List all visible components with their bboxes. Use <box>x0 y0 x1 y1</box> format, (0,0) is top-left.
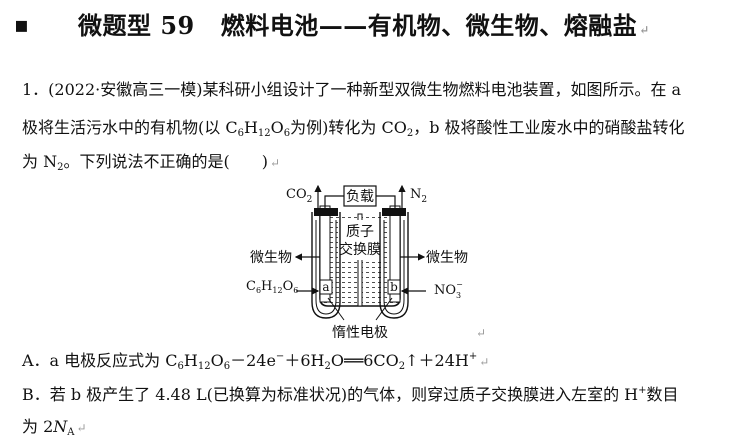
load-label: 负载 <box>346 189 374 205</box>
bullet-mark: ▪ <box>14 12 29 38</box>
electrode-a-label: a <box>322 280 329 294</box>
question-line-1: 1．(2022·安徽高三一模)某科研小组设计了一种新型双微生物燃料电池装置，如图… <box>22 80 682 99</box>
title-topic: 燃料电池——有机物、微生物、熔融盐 <box>220 11 638 40</box>
option-b-line-2: 为 2NA↵ <box>22 417 87 438</box>
n2-label: N2 <box>410 187 427 205</box>
nitrate-label: NO3− <box>434 280 463 300</box>
electrode-b-label: b <box>390 280 398 294</box>
left-stopper <box>314 208 338 216</box>
membrane-label-2: 交换膜 <box>339 241 381 258</box>
option-b-line-1: B．若 b 极产生了 4.48 L(已换算为标准状况)的气体，则穿过质子交换膜进… <box>22 385 679 404</box>
return-mark: ↵ <box>639 23 650 37</box>
return-mark: ↵ <box>476 326 487 340</box>
fuel-cell-diagram: 负载 CO2 N2 质子 交换膜 微生物 微生物 C6H12O6 NO3− a … <box>246 184 468 341</box>
glucose-label: C6H12O6 <box>246 279 298 295</box>
question-line-2: 极将生活污水中的有机物(以 C6H12O6为例)转化为 CO2，b 极将酸性工业… <box>22 118 685 139</box>
wire-left <box>324 195 344 208</box>
microbe-right-label: 微生物 <box>426 250 468 266</box>
wire-right <box>376 195 396 208</box>
title-number: 微题型 59 <box>78 11 195 40</box>
microbe-left-label: 微生物 <box>250 250 292 266</box>
right-tube <box>379 212 409 319</box>
co2-label: CO2 <box>286 187 312 205</box>
section-title: 微题型 59 燃料电池——有机物、微生物、熔融盐↵ <box>78 6 650 41</box>
question-line-3: 为 N2。下列说法不正确的是( )↵ <box>22 152 281 173</box>
option-a: A．a 电极反应式为 C6H12O6－24e−＋6H2O══6CO2↑＋24H+… <box>22 351 490 372</box>
membrane-label-1: 质子 <box>346 224 374 240</box>
inert-electrode-label: 惰性电极 <box>332 325 388 341</box>
left-tube <box>311 212 341 319</box>
load-box <box>343 185 377 207</box>
right-stopper <box>382 208 406 216</box>
